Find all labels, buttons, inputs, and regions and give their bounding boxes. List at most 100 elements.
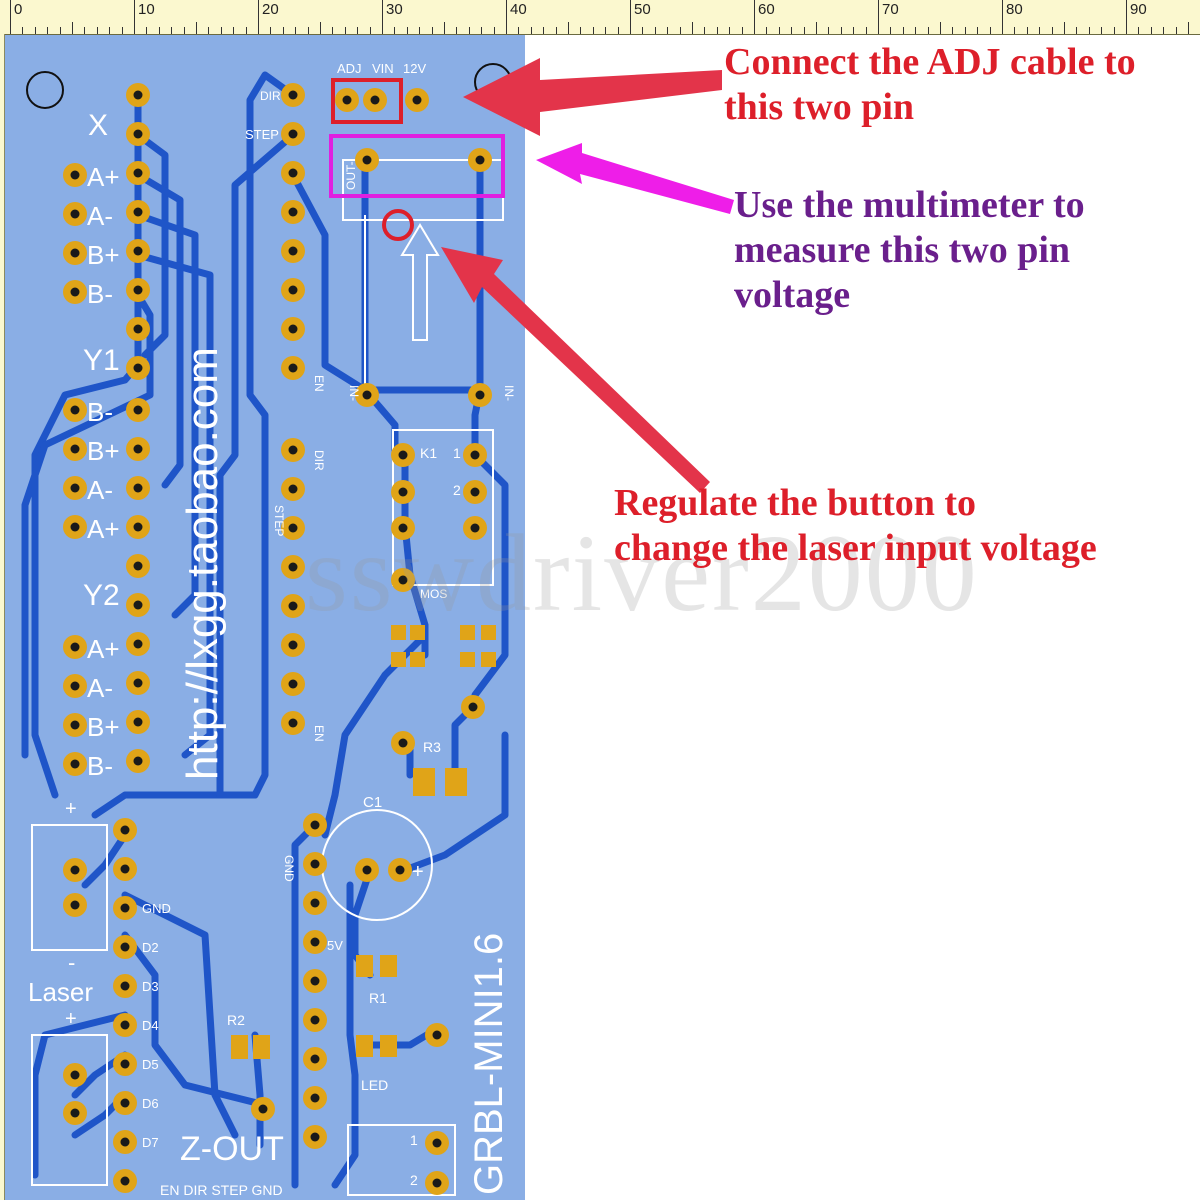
ruler-tick [741,27,743,34]
ruler-label: 50 [634,1,651,18]
adj-callout: Connect the ADJ cable to this two pin [724,40,1136,130]
out-label: OUT- [344,161,358,190]
meter-callout-line3: voltage [734,273,851,316]
pin-hole [70,209,80,219]
ruler-tick [208,27,210,34]
ruler-tick [580,27,582,34]
pin-hole [120,1098,130,1108]
ruler-tick [270,27,272,34]
ruler-tick [878,0,879,34]
bottom-row-label: EN DIR STEP GND [160,1182,283,1198]
d-pin-label: D3 [142,979,159,994]
ruler-tick [196,22,197,34]
pin-hole [468,702,478,712]
laser-minus: - [68,950,75,975]
pin-hole [133,207,143,217]
pin-hole [70,483,80,493]
y1-motor-pin-label: B- [87,397,113,427]
pin-hole [310,937,320,947]
ruler-tick [121,27,123,34]
pin-hole [120,903,130,913]
pin-hole [288,484,298,494]
y2-motor-pin-label: B- [87,751,113,781]
pin-hole [288,523,298,533]
d-pin-label: D7 [142,1135,159,1150]
pin-hole [362,155,372,165]
x-pin-labels: A+A-B+B- [87,162,120,309]
ruler-tick [382,0,383,34]
pin-hole [70,900,80,910]
ruler-label: 90 [1130,1,1147,18]
d-pin-label: D2 [142,940,159,955]
ruler-tick [667,27,669,34]
bottom-k-pin2-label: 2 [410,1172,418,1188]
x-motor-pin-label: B+ [87,240,120,270]
ruler-tick [258,0,259,34]
pin-hole [133,678,143,688]
potentiometer-highlight [382,209,414,241]
pin-hole [288,285,298,295]
ruler-tick [468,27,470,34]
ruler-tick [1076,27,1078,34]
ruler-tick [865,27,867,34]
ruler-tick [654,27,656,34]
ruler-tick [22,27,24,34]
pin-hole [133,363,143,373]
ruler-tick [394,27,396,34]
pin-hole [475,390,485,400]
bottom-k-pin1-label: 1 [410,1132,418,1148]
ruler-tick [171,27,173,34]
ruler-tick [754,0,755,34]
ruler-tick [220,27,222,34]
pin-hole [133,756,143,766]
mos-label: MOS [420,587,447,601]
ruler-label: 30 [386,1,403,18]
ruler-tick [530,27,532,34]
k1-pin1-label: 1 [453,445,461,461]
ruler-tick [431,27,433,34]
ruler-label: 20 [262,1,279,18]
pin-hole [288,90,298,100]
ruler-tick [84,27,86,34]
ruler-tick [617,27,619,34]
pin-hole [258,1104,268,1114]
ruler-tick [109,27,111,34]
pin-hole [120,825,130,835]
pin-hole [70,444,80,454]
ruler-label: 40 [510,1,527,18]
pin-hole [310,1132,320,1142]
pin-hole [133,561,143,571]
pin-hole [70,642,80,652]
ruler-tick [704,27,706,34]
pin-hole [288,679,298,689]
dir-label-top: DIR [260,89,281,103]
pin-hole [310,1054,320,1064]
y1-pin-labels: B-B+A-A+ [87,397,120,544]
pin-hole [70,522,80,532]
ruler-tick [568,22,569,34]
ruler-tick [34,27,36,34]
pin-hole [310,976,320,986]
left-ruler [0,34,5,1200]
r1-label: R1 [369,990,387,1006]
ruler-tick [1051,27,1053,34]
axis-y1-label: Y1 [83,344,120,377]
pin-hole [133,90,143,100]
ruler-tick [1039,27,1041,34]
ruler-tick [406,27,408,34]
ruler-tick [419,27,421,34]
ruler-tick [1026,27,1028,34]
adj-arrow [463,58,722,136]
pin-hole [432,1178,442,1188]
ruler-tick [1014,27,1016,34]
pin-hole [133,405,143,415]
ruler-tick [146,27,148,34]
c1-label: C1 [363,794,382,811]
5v-label: 5V [327,938,343,953]
en-label-mid: EN [312,725,326,742]
pin-hole [395,865,405,875]
pin-hole [120,1020,130,1030]
pin-hole [133,324,143,334]
in-label-right: IN- [502,385,516,401]
pin-hole [470,523,480,533]
